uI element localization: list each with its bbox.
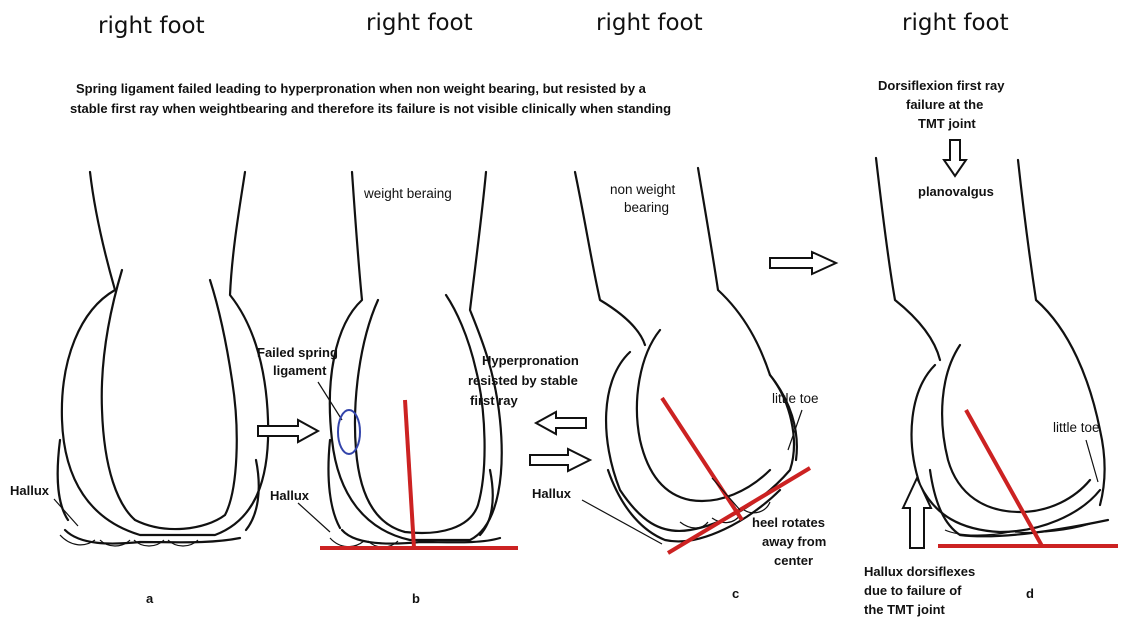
heel-rotates-line-2: away from [762, 534, 826, 549]
spring-ligament-circle [338, 410, 360, 454]
planovalgus-label: planovalgus [918, 184, 994, 199]
hallux-pointer-a [54, 499, 78, 526]
title-a: right foot [98, 13, 205, 39]
dorsiflexion-line-3: TMT joint [918, 116, 976, 131]
heel-axis-d [966, 410, 1042, 546]
non-weight-bearing-line-2: bearing [624, 200, 669, 215]
heel-rotates-line-1: heel rotates [752, 515, 825, 530]
foot-drawing-b [328, 172, 501, 547]
panel-letter-b: b [412, 591, 420, 606]
dorsiflexion-line-2: failure at the [906, 97, 983, 112]
hallux-dorsiflexes-line-3: the TMT joint [864, 602, 946, 617]
caption-line-1: Spring ligament failed leading to hyperp… [76, 81, 647, 96]
hyperpronation-line-3: first ray [470, 393, 518, 408]
right-arrow-b-c [530, 449, 590, 471]
left-arrow-resisted [536, 412, 586, 434]
failed-ligament-line-2: ligament [273, 363, 327, 378]
foot-drawing-d [876, 158, 1108, 536]
hallux-label-a: Hallux [10, 483, 50, 498]
dorsiflexion-line-1: Dorsiflexion first ray [878, 78, 1005, 93]
heel-axis-b [405, 400, 414, 548]
down-arrow-dorsiflexion [944, 140, 966, 176]
panel-letter-c: c [732, 586, 739, 601]
little-toe-label-c: little toe [772, 391, 819, 406]
non-weight-bearing-line-1: non weight [610, 182, 676, 197]
panel-letter-a: a [146, 591, 154, 606]
foot-drawing-c [575, 168, 797, 541]
title-c: right foot [596, 10, 703, 36]
caption-line-2: stable first ray when weightbearing and … [70, 101, 671, 116]
right-arrow-c-d [770, 252, 836, 274]
foot-drawing-a [58, 172, 269, 546]
hallux-dorsiflexes-line-1: Hallux dorsiflexes [864, 564, 975, 579]
up-arrow-hallux [903, 478, 931, 548]
title-b: right foot [366, 10, 473, 36]
little-toe-label-d: little toe [1053, 420, 1100, 435]
hallux-dorsiflexes-line-2: due to failure of [864, 583, 962, 598]
weight-bearing-label: weight beraing [363, 186, 452, 201]
hyperpronation-line-2: resisted by stable [468, 373, 578, 388]
hallux-label-c: Hallux [532, 486, 572, 501]
failed-ligament-line-1: Failed spring [257, 345, 338, 360]
title-d: right foot [902, 10, 1009, 36]
hallux-label-b: Hallux [270, 488, 310, 503]
hyperpronation-line-1: Hyperpronation [482, 353, 579, 368]
panel-letter-d: d [1026, 586, 1034, 601]
hallux-pointer-b [298, 503, 330, 532]
little-toe-pointer-d [1086, 440, 1098, 482]
heel-rotates-line-3: center [774, 553, 813, 568]
